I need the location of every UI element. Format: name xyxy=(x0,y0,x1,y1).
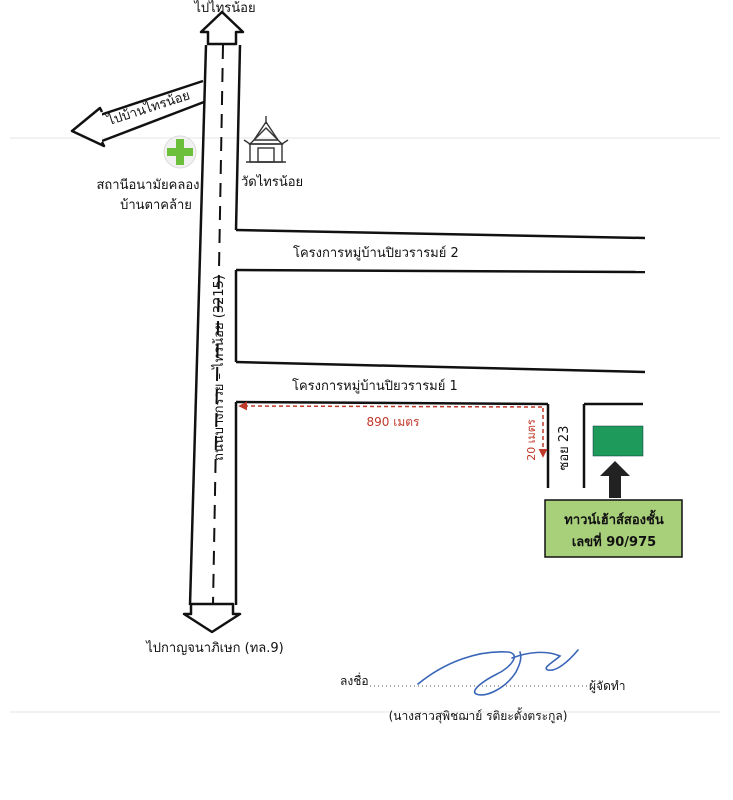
soi-label: ซอย 23 xyxy=(557,426,572,471)
main-road-label: ถนนบางกรวย – ไทรน้อย (3215) xyxy=(211,275,227,461)
temple-icon xyxy=(243,116,289,163)
destination-line1: ทาวน์เฮ้าส์สองชั้น xyxy=(564,509,664,528)
temple-label: วัดไทรน้อย xyxy=(241,174,303,190)
north-arrow-icon xyxy=(199,10,245,46)
soi-road xyxy=(546,402,643,488)
green-cross-icon xyxy=(163,135,197,169)
west-branch-road xyxy=(70,79,205,148)
project1-road xyxy=(235,360,646,406)
south-arrow-icon xyxy=(182,602,242,634)
project2-label: โครงการหมู่บ้านปิยวรารมย์ 2 xyxy=(293,245,459,261)
south-label: ไปกาญจนาภิเษก (ทล.9) xyxy=(145,640,284,656)
west-arrow-icon xyxy=(70,106,106,148)
health-station-line2: บ้านตาคล้าย xyxy=(120,198,192,213)
signature-mark xyxy=(417,649,579,696)
main-road xyxy=(188,44,242,606)
distance-side-label: 20 เมตร xyxy=(525,419,538,461)
north-label: ไปไทรน้อย xyxy=(193,0,255,16)
signature-prefix: ลงชื่อ xyxy=(340,672,369,688)
destination-line2: เลขที่ 90/975 xyxy=(572,532,656,550)
project1-label: โครงการหมู่บ้านปิยวรารมย์ 1 xyxy=(292,378,458,394)
health-station-line1: สถานีอนามัยคลอง xyxy=(97,177,200,193)
house-icon xyxy=(592,425,644,457)
signature-name: (นางสาวสุพิชฌาย์ รติยะตั้งตระกูล) xyxy=(389,707,568,724)
distance-main-label: 890 เมตร xyxy=(367,415,421,429)
signature-suffix: ผู้จัดทำ xyxy=(589,679,626,694)
destination-box xyxy=(544,499,683,558)
up-pointer-icon xyxy=(600,461,630,498)
distance-main-arrow xyxy=(238,401,543,411)
project2-road xyxy=(235,228,646,274)
